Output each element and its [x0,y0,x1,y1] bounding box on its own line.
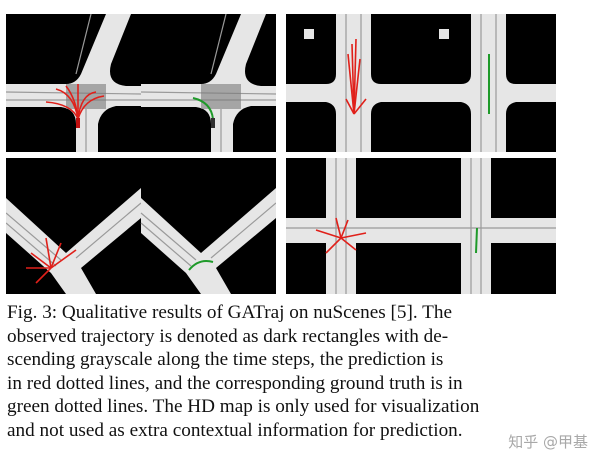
figure-qualitative-results [6,14,556,294]
caption-line: green dotted lines. The HD map is only u… [7,396,480,418]
caption-line: observed trajectory is denoted as dark r… [7,325,449,347]
caption-line: in red dotted lines, and the correspondi… [7,372,463,394]
figure-caption: Fig. 3: Qualitative results of GATraj on… [7,301,559,443]
panel-top-right [286,14,556,152]
caption-line: scending grayscale along the time steps,… [7,349,444,371]
caption-line: and not used as extra contextual informa… [7,419,463,441]
caption-line: Fig. 3: Qualitative results of GATraj on… [7,302,452,323]
panel-bottom-right [286,158,556,294]
watermark: 知乎 @甲基 [508,433,588,451]
panel-top-left [6,14,276,152]
panel-bottom-left [6,158,276,294]
map-top-left [6,14,276,152]
